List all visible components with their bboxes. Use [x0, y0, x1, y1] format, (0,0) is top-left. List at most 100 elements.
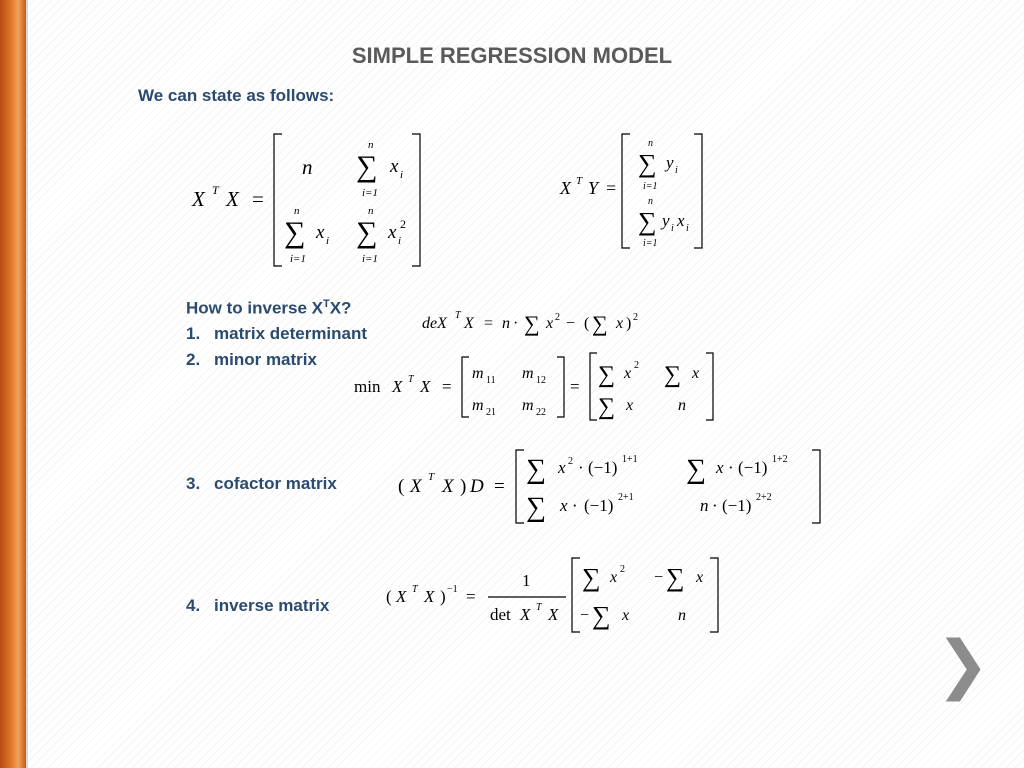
- svg-text:n: n: [302, 155, 313, 179]
- svg-text:i: i: [326, 235, 329, 247]
- svg-text:11: 11: [486, 375, 496, 386]
- svg-text:): ): [626, 315, 631, 332]
- svg-text:(: (: [584, 315, 589, 332]
- svg-text:i: i: [671, 223, 674, 234]
- svg-text:2+2: 2+2: [756, 492, 772, 503]
- svg-text:X: X: [409, 476, 423, 497]
- svg-text:T: T: [455, 310, 462, 321]
- step-4: 4.inverse matrix: [186, 596, 330, 615]
- svg-text:−: −: [580, 607, 589, 624]
- svg-text:1+2: 1+2: [772, 454, 788, 465]
- svg-text:n: n: [678, 397, 686, 414]
- step-2: 2.minor matrix: [186, 350, 317, 369]
- cofactor-matrix-equation: ( X T X ) D = ∑ x 2 · (−1) 1+1 ∑ x · (−1…: [398, 454, 788, 523]
- svg-text:X: X: [463, 315, 475, 332]
- next-slide-chevron-icon[interactable]: ❯: [936, 628, 990, 702]
- svg-text:n: n: [294, 205, 300, 217]
- svg-text:i=1: i=1: [362, 253, 378, 265]
- svg-text:2: 2: [620, 564, 625, 575]
- svg-text:x: x: [715, 458, 724, 477]
- svg-text:1: 1: [522, 571, 531, 590]
- svg-text:n: n: [678, 607, 686, 624]
- svg-text:−: −: [654, 569, 663, 586]
- svg-text:m: m: [522, 397, 534, 414]
- svg-text:(−1): (−1): [584, 496, 613, 515]
- svg-text:T: T: [412, 584, 419, 595]
- svg-text:∑: ∑: [598, 394, 615, 420]
- question-text: How to inverse XTX?: [186, 298, 352, 318]
- svg-text:·: ·: [513, 315, 518, 332]
- svg-text:T: T: [428, 471, 435, 483]
- svg-text:x: x: [695, 569, 703, 586]
- svg-text:i=1: i=1: [362, 187, 378, 199]
- svg-text:=: =: [570, 377, 580, 396]
- svg-text:X: X: [423, 587, 435, 606]
- svg-text:x: x: [621, 607, 629, 624]
- svg-text:∑: ∑: [592, 601, 611, 630]
- svg-text:2: 2: [568, 456, 573, 467]
- svg-text:∑: ∑: [598, 362, 615, 388]
- svg-text:2: 2: [633, 312, 638, 323]
- svg-text:X: X: [419, 377, 431, 396]
- svg-text:·: ·: [578, 458, 584, 477]
- svg-text:T: T: [212, 183, 220, 197]
- svg-text:n: n: [502, 315, 510, 332]
- svg-text:=: =: [606, 178, 616, 198]
- svg-text:2+1: 2+1: [618, 492, 634, 503]
- svg-text:X: X: [395, 587, 407, 606]
- svg-text:∑: ∑: [524, 311, 540, 336]
- slide-title: SIMPLE REGRESSION MODEL: [351, 43, 673, 68]
- svg-text:2: 2: [555, 312, 560, 323]
- svg-text:∑: ∑: [686, 454, 706, 485]
- svg-text:(−1): (−1): [588, 458, 617, 477]
- svg-text:∑: ∑: [356, 150, 377, 183]
- svg-text:=: =: [484, 315, 493, 332]
- svg-text:i: i: [398, 235, 401, 247]
- svg-text:∑: ∑: [526, 492, 546, 523]
- svg-text:deX: deX: [422, 315, 448, 332]
- svg-text:n: n: [368, 205, 374, 217]
- svg-text:=: =: [442, 377, 452, 396]
- svg-text:·: ·: [728, 458, 734, 477]
- svg-text:i: i: [675, 165, 678, 176]
- svg-text:x: x: [387, 222, 397, 243]
- svg-text:n: n: [648, 196, 653, 207]
- svg-text:1+1: 1+1: [622, 454, 638, 465]
- svg-text:x: x: [545, 315, 553, 332]
- svg-text:Y: Y: [588, 178, 600, 198]
- svg-text:X: X: [225, 187, 240, 211]
- svg-text:X: X: [441, 476, 455, 497]
- svg-text:n: n: [368, 139, 374, 151]
- svg-text:∑: ∑: [664, 362, 681, 388]
- determinant-equation: deX T X = n · ∑ x 2 − ( ∑ x ) 2: [422, 310, 638, 336]
- svg-text:−: −: [566, 315, 575, 332]
- svg-text:∑: ∑: [638, 207, 657, 236]
- svg-text:n: n: [700, 496, 709, 515]
- svg-text:x: x: [609, 569, 617, 586]
- svg-text:∑: ∑: [284, 216, 305, 249]
- svg-text:x: x: [691, 365, 699, 382]
- svg-text:m: m: [472, 397, 484, 414]
- svg-text:22: 22: [536, 407, 546, 418]
- minor-matrix-equation: min X T X = m 11 m 12 m 21 m 22 = ∑ x 2 …: [354, 360, 699, 420]
- svg-text:·: ·: [712, 496, 718, 515]
- svg-text:X: X: [559, 178, 572, 198]
- intro-text: We can state as follows:: [138, 86, 335, 105]
- svg-text:(: (: [386, 587, 392, 606]
- svg-text:x: x: [625, 397, 633, 414]
- svg-text:T: T: [536, 602, 543, 613]
- step-1: 1.matrix determinant: [186, 324, 368, 343]
- svg-text:T: T: [576, 175, 583, 187]
- svg-text:∑: ∑: [638, 149, 657, 178]
- svg-text:x: x: [557, 458, 566, 477]
- svg-text:x: x: [615, 315, 623, 332]
- svg-text:−1: −1: [447, 584, 458, 595]
- svg-text:i: i: [400, 169, 403, 181]
- svg-text:=: =: [466, 587, 476, 606]
- svg-text:2: 2: [634, 360, 639, 371]
- svg-text:i=1: i=1: [643, 238, 658, 249]
- svg-text:n: n: [648, 138, 653, 149]
- svg-text:X: X: [519, 605, 531, 624]
- svg-text:D: D: [469, 476, 484, 497]
